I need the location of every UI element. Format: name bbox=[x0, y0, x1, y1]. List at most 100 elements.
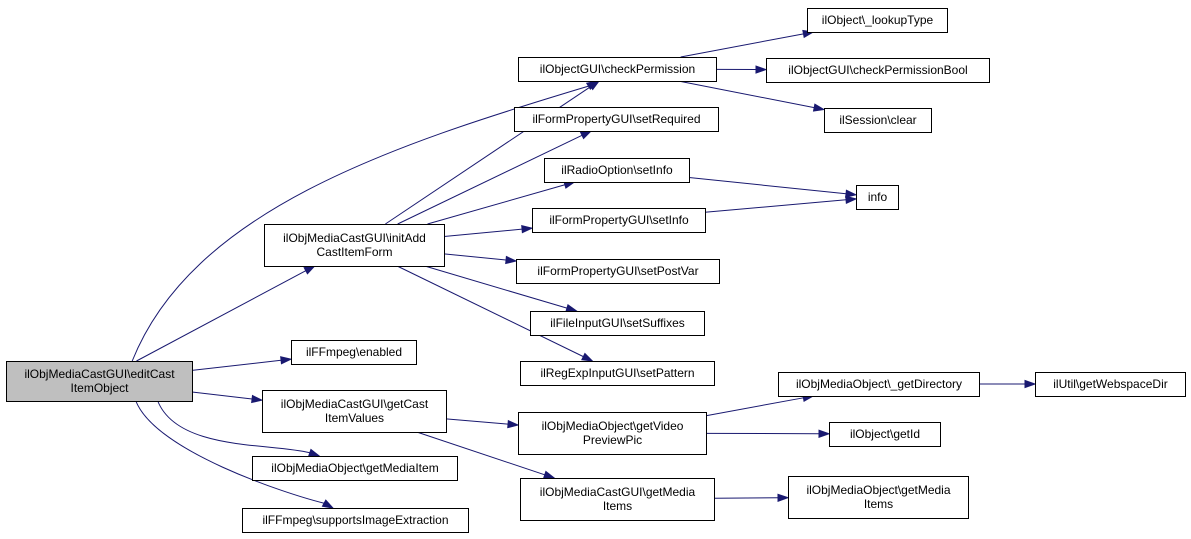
node-box[interactable] bbox=[520, 478, 715, 521]
edge-line bbox=[396, 265, 584, 358]
node-getMediaItem[interactable]: ilObjMediaObject\getMediaItem bbox=[252, 456, 458, 481]
edge-line bbox=[443, 228, 523, 237]
node-getWebspaceDir[interactable]: ilUtil\getWebspaceDir bbox=[1035, 372, 1186, 397]
edge-getVideoPreviewPic-to-getDirectory bbox=[705, 393, 815, 417]
node-box[interactable] bbox=[807, 8, 948, 33]
node-box[interactable] bbox=[824, 108, 932, 133]
node-label: ilObjectGUI\checkPermission bbox=[540, 62, 695, 76]
node-label: ilFormPropertyGUI\setPostVar bbox=[537, 264, 698, 278]
node-box[interactable] bbox=[518, 412, 707, 455]
edge-initAdd-to-setPattern bbox=[396, 265, 594, 362]
node-label: ilSession\clear bbox=[839, 113, 916, 127]
node-box[interactable] bbox=[1035, 372, 1186, 397]
arrowhead bbox=[307, 448, 321, 457]
node-setRequired[interactable]: ilFormPropertyGUI\setRequired bbox=[514, 107, 719, 132]
node-box[interactable] bbox=[516, 259, 720, 284]
node-box[interactable] bbox=[518, 57, 717, 82]
node-label: ilObject\getId bbox=[850, 427, 920, 441]
node-label: ilObjMediaCastGUI\initAdd bbox=[283, 231, 426, 245]
arrowhead bbox=[579, 130, 593, 140]
arrowhead bbox=[581, 352, 594, 362]
node-label: PreviewPic bbox=[583, 433, 642, 447]
node-box[interactable] bbox=[291, 340, 417, 365]
edge-line bbox=[678, 80, 815, 109]
edge-line bbox=[191, 359, 282, 371]
edge-line bbox=[191, 391, 253, 400]
node-label: ilObjMediaObject\_getDirectory bbox=[796, 377, 962, 391]
node-label: ilFFmpeg\enabled bbox=[306, 345, 402, 359]
edge-line bbox=[135, 400, 325, 504]
node-setSuffixes[interactable]: ilFileInputGUI\setSuffixes bbox=[530, 311, 705, 336]
edge-line bbox=[680, 33, 804, 58]
node-box[interactable] bbox=[264, 224, 445, 267]
edge-line bbox=[416, 431, 545, 476]
node-label: ilObjMediaObject\getMedia bbox=[806, 483, 950, 497]
edge-line bbox=[424, 265, 568, 309]
node-label: ilRadioOption\setInfo bbox=[561, 163, 673, 177]
node-label: ilFormPropertyGUI\setInfo bbox=[549, 213, 689, 227]
node-setPostVar[interactable]: ilFormPropertyGUI\setPostVar bbox=[516, 259, 720, 284]
node-box[interactable] bbox=[532, 208, 706, 233]
arrowhead bbox=[845, 189, 858, 198]
node-label: ilObjMediaCastGUI\getCast bbox=[281, 397, 429, 411]
node-label: ilObjMediaObject\getMediaItem bbox=[271, 461, 438, 475]
node-box[interactable] bbox=[778, 372, 980, 397]
node-label: ilObject\_lookupType bbox=[822, 13, 934, 27]
node-info[interactable]: info bbox=[856, 185, 899, 210]
node-box[interactable] bbox=[252, 456, 458, 481]
arrowhead bbox=[818, 429, 831, 438]
node-box[interactable] bbox=[242, 508, 469, 533]
node-supportsImage[interactable]: ilFFmpeg\supportsImageExtraction bbox=[242, 508, 469, 533]
node-box[interactable] bbox=[530, 311, 705, 336]
arrowhead bbox=[505, 255, 518, 265]
node-checkPermission[interactable]: ilObjectGUI\checkPermission bbox=[518, 57, 717, 82]
node-box[interactable] bbox=[788, 476, 969, 519]
arrowhead bbox=[321, 499, 335, 509]
edge-initAdd-to-checkPermission bbox=[385, 80, 601, 225]
node-setPattern[interactable]: ilRegExpInputGUI\setPattern bbox=[520, 361, 715, 386]
arrowhead bbox=[812, 103, 826, 112]
node-label: ilFFmpeg\supportsImageExtraction bbox=[262, 513, 448, 527]
node-box[interactable] bbox=[514, 107, 719, 132]
edge-getCastItemValues-to-getVideoPreviewPic bbox=[445, 418, 520, 429]
node-box[interactable] bbox=[829, 422, 941, 447]
node-ffEnabled[interactable]: ilFFmpeg\enabled bbox=[291, 340, 417, 365]
node-getId[interactable]: ilObject\getId bbox=[829, 422, 941, 447]
node-sessionClear[interactable]: ilSession\clear bbox=[824, 108, 932, 133]
edge-line bbox=[157, 400, 310, 454]
node-lookupType[interactable]: ilObject\_lookupType bbox=[807, 8, 948, 33]
node-box[interactable] bbox=[6, 361, 193, 402]
arrowhead bbox=[588, 80, 601, 91]
nodes-layer: ilObjMediaCastGUI\editCastItemObjectilOb… bbox=[6, 8, 1186, 533]
node-label: ilObjMediaCastGUI\editCast bbox=[24, 367, 175, 381]
arrowhead bbox=[521, 224, 534, 234]
edge-checkPermission-to-lookupType bbox=[680, 29, 815, 58]
edge-root-to-initAdd bbox=[136, 265, 316, 362]
node-box[interactable] bbox=[520, 361, 715, 386]
node-label: ilUtil\getWebspaceDir bbox=[1053, 377, 1168, 391]
node-getDirectory[interactable]: ilObjMediaObject\_getDirectory bbox=[778, 372, 980, 397]
edges-layer bbox=[131, 29, 1037, 509]
arrowhead bbox=[755, 65, 768, 74]
node-label: ItemValues bbox=[325, 411, 384, 425]
node-box[interactable] bbox=[856, 185, 899, 210]
node-box[interactable] bbox=[766, 58, 990, 83]
node-box[interactable] bbox=[544, 158, 690, 183]
edge-root-to-getCastItemValues bbox=[191, 391, 264, 404]
node-checkPermissionBool[interactable]: ilObjectGUI\checkPermissionBool bbox=[766, 58, 990, 83]
node-label: ItemObject bbox=[70, 381, 129, 395]
edge-line bbox=[443, 253, 507, 261]
edge-root-to-ffEnabled bbox=[191, 356, 293, 371]
node-formSetInfo[interactable]: ilFormPropertyGUI\setInfo bbox=[532, 208, 706, 233]
node-radioSetInfo[interactable]: ilRadioOption\setInfo bbox=[544, 158, 690, 183]
node-box[interactable] bbox=[262, 390, 447, 433]
edge-root-to-supportsImage bbox=[135, 400, 335, 509]
edge-getDirectory-to-getWebspaceDir bbox=[979, 379, 1037, 389]
